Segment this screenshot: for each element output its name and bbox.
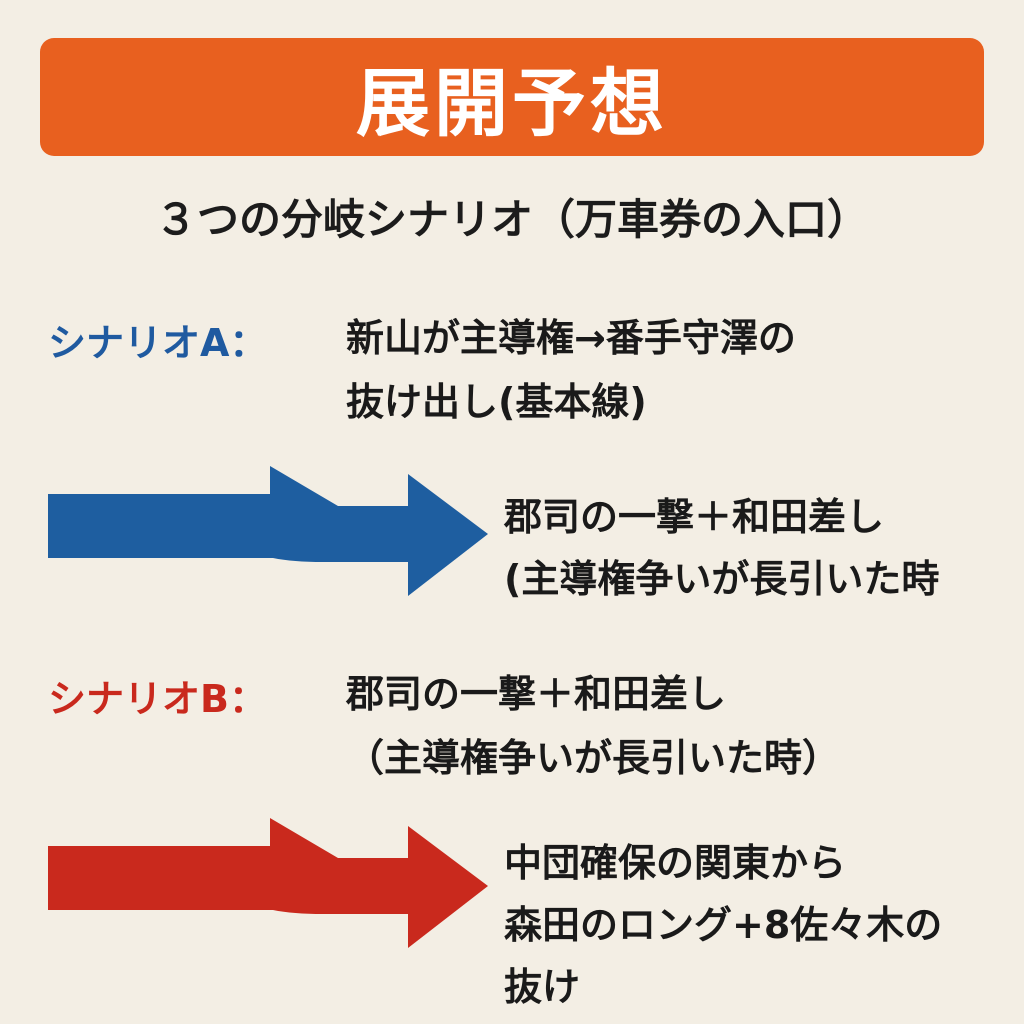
scenario-a-line-2: 抜け出し(基本線) [346, 380, 647, 424]
scenario-a-arrow-line-2: (主導権争いが長引いた時 [504, 557, 940, 601]
scenario-b-arrow-shape [48, 818, 488, 948]
page-title: 展開予想 [356, 60, 668, 147]
scenario-b-arrow-icon [48, 818, 488, 948]
scenario-a-arrow-text: 郡司の一撃＋和田差し (主導権争いが長引いた時 [504, 486, 939, 610]
scenario-b-arrow-line-1: 中団確保の関東から [504, 841, 847, 885]
scenario-a-label: シナリオA： [48, 321, 268, 365]
scenario-a-line-1: 新山が主導権→番手守澤の [346, 316, 796, 360]
scenario-b-description: 郡司の一撃＋和田差し （主導権争いが長引いた時） [346, 662, 840, 790]
scenario-b-label: シナリオB： [48, 677, 267, 721]
scenario-a-description: 新山が主導権→番手守澤の 抜け出し(基本線) [346, 306, 796, 434]
scenario-a-arrow-shape [48, 466, 488, 596]
scenario-b-arrow-line-3: 抜け [504, 965, 581, 1009]
scenario-a-arrow-icon [48, 466, 488, 596]
scenario-b-line-1: 郡司の一撃＋和田差し [346, 672, 727, 716]
scenario-b-arrow-line-2: 森田のロング+8佐々木の [504, 903, 943, 947]
title-banner: 展開予想 [40, 38, 984, 156]
subtitle: ３つの分岐シナリオ（万車券の入口） [154, 195, 869, 244]
scenario-b-arrow-text: 中団確保の関東から 森田のロング+8佐々木の 抜け [504, 832, 942, 1018]
scenario-b-line-2: （主導権争いが長引いた時） [346, 736, 841, 780]
scenario-a-arrow-line-1: 郡司の一撃＋和田差し [504, 495, 885, 539]
